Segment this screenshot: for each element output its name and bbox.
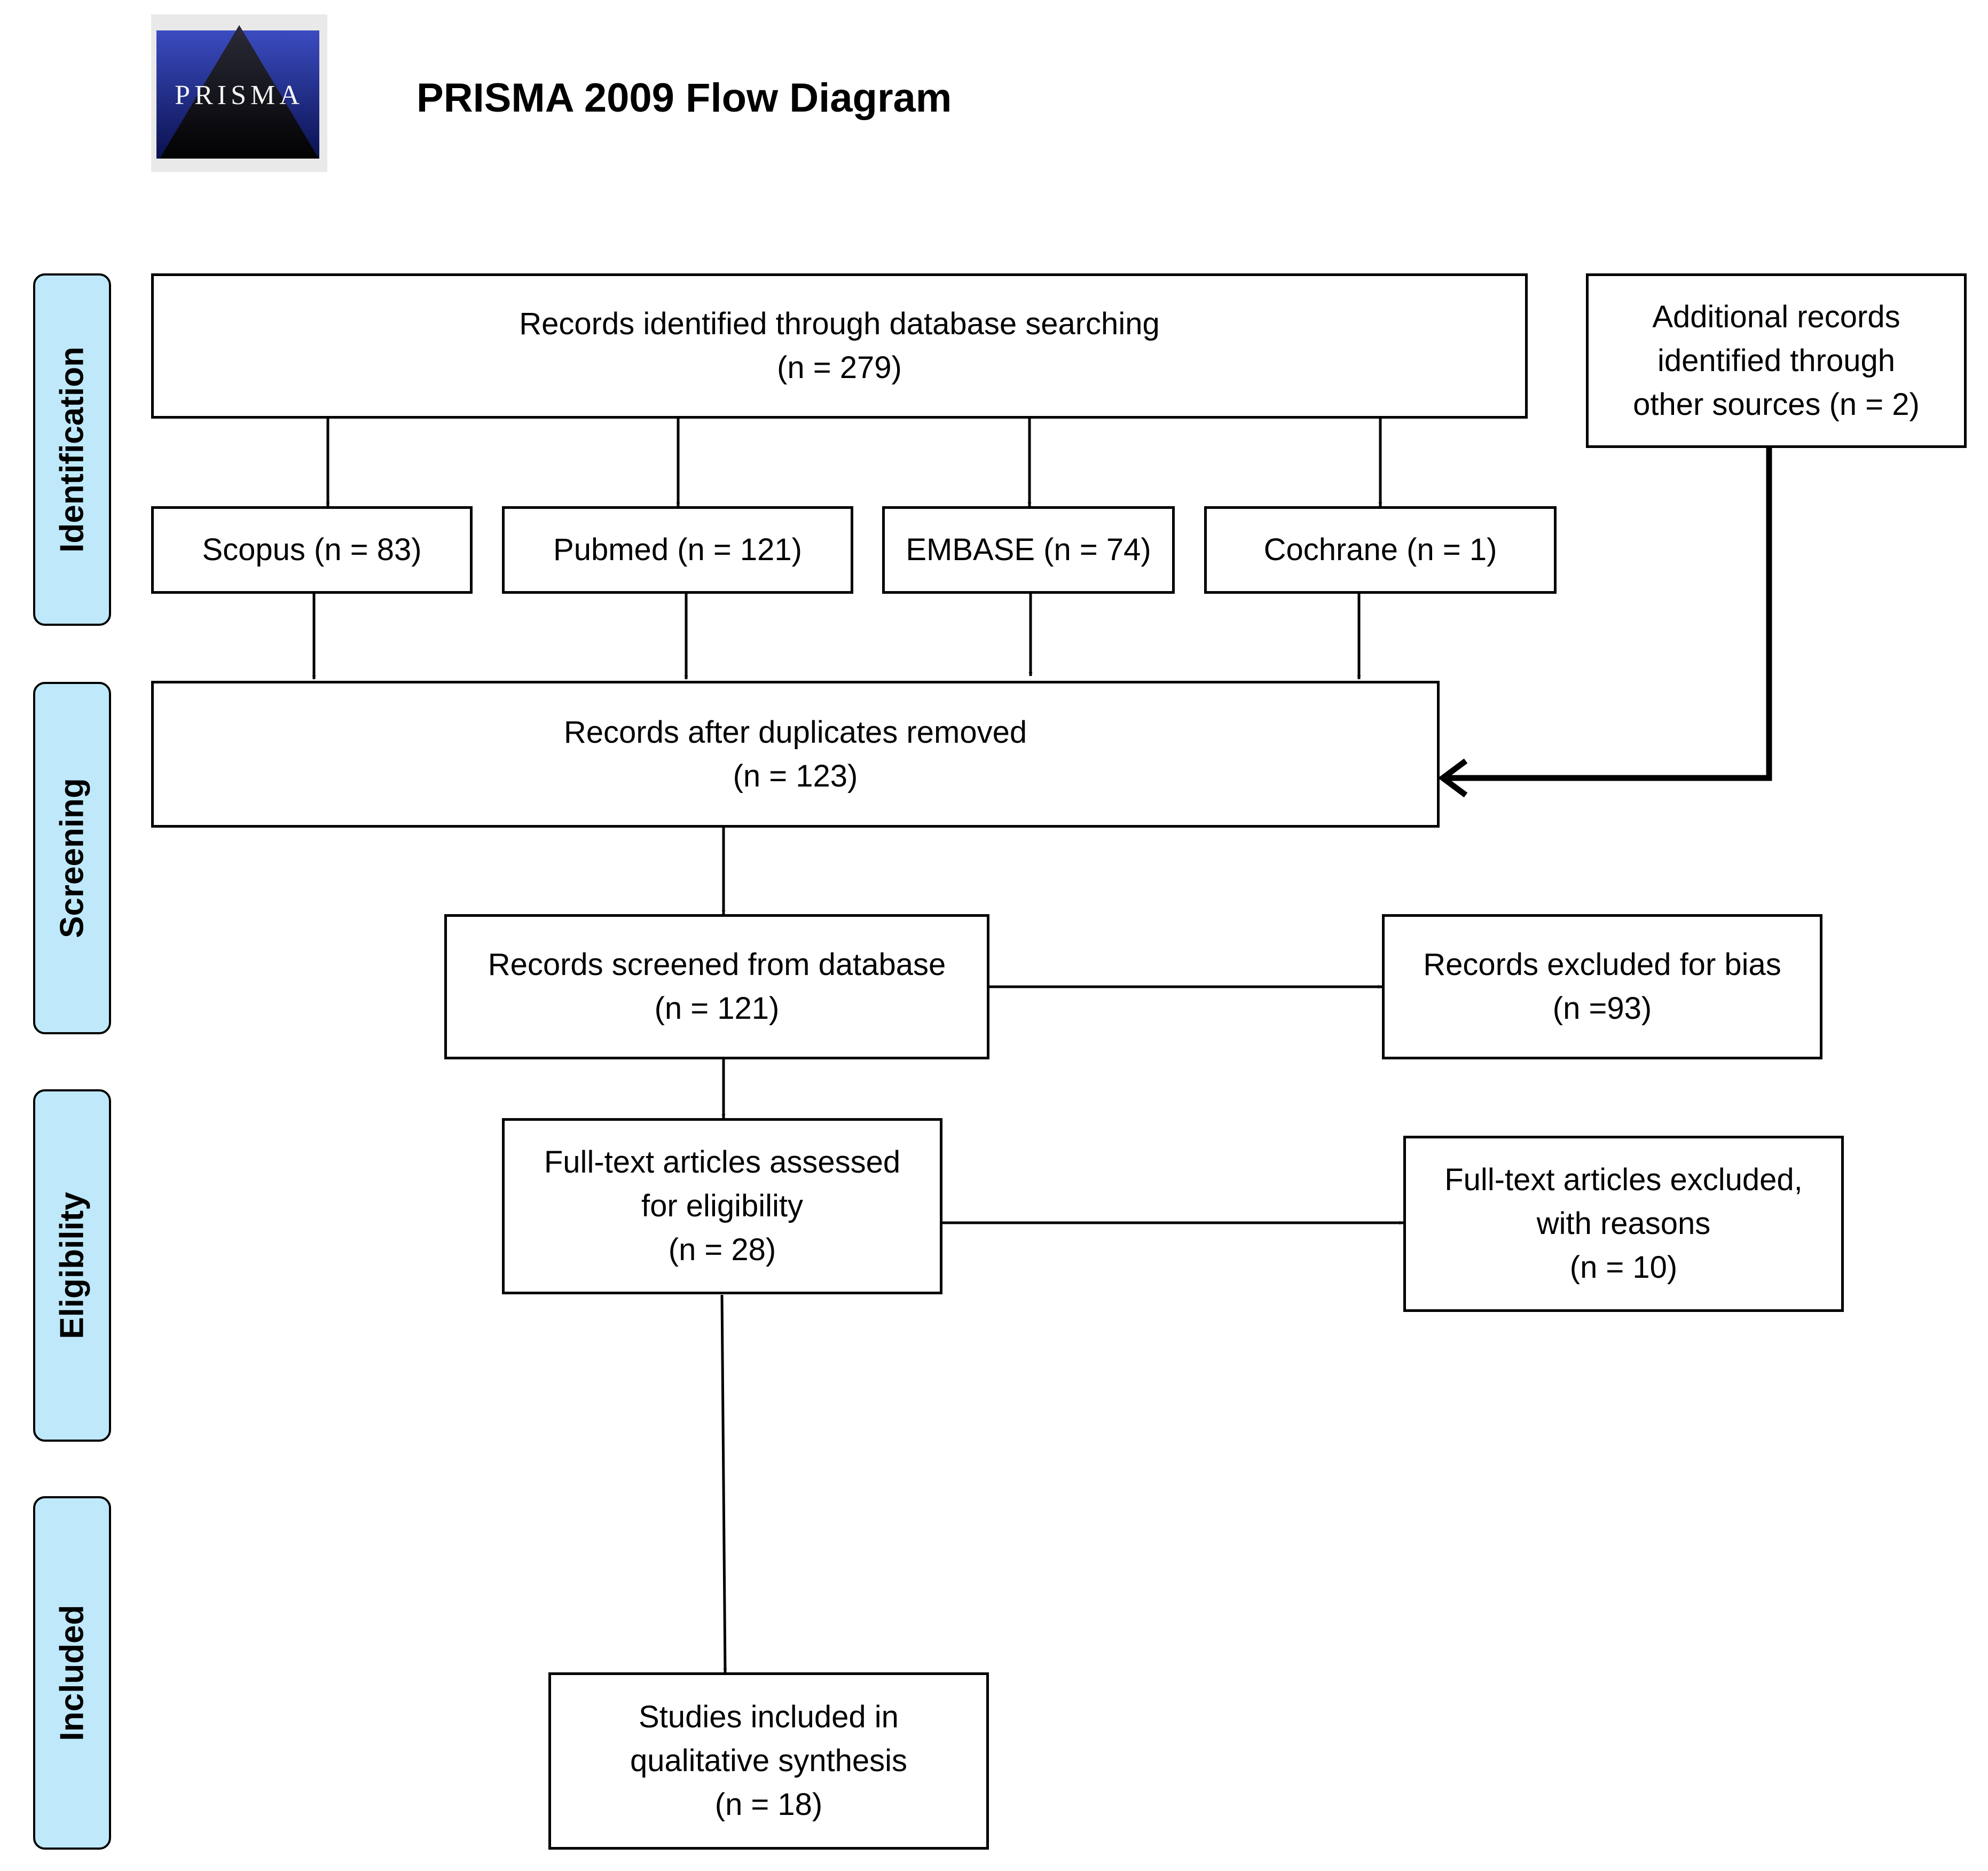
box-pubmed: Pubmed (n = 121) — [502, 506, 853, 594]
duplicates-removed-label: Records after duplicates removed — [563, 714, 1027, 750]
records-screened-label: Records screened from database — [488, 947, 946, 982]
pubmed-label: Pubmed (n = 121) — [553, 532, 802, 567]
scopus-label: Scopus (n = 83) — [202, 532, 422, 567]
studies-included-line1: Studies included in — [639, 1700, 899, 1734]
phase-identification: Identification — [33, 273, 111, 626]
records-excluded-label: Records excluded for bias — [1423, 947, 1781, 982]
database-searching-label: Records identified through database sear… — [519, 306, 1160, 341]
logo-graphic — [151, 25, 327, 172]
fulltext-assessed-count: (n = 28) — [668, 1232, 776, 1267]
box-scopus: Scopus (n = 83) — [151, 506, 473, 594]
box-records-excluded: Records excluded for bias (n =93) — [1382, 914, 1822, 1059]
database-searching-count: (n = 279) — [777, 350, 902, 385]
phase-included: Included — [33, 1496, 111, 1850]
box-studies-included: Studies included in qualitative synthesi… — [548, 1672, 989, 1850]
prisma-logo: PRISMA — [151, 14, 327, 172]
fulltext-assessed-line2: for eligibility — [641, 1189, 803, 1223]
records-excluded-count: (n =93) — [1552, 991, 1652, 1026]
box-database-searching: Records identified through database sear… — [151, 273, 1528, 419]
arrow-other-sources-head — [1437, 758, 1468, 798]
arrow-fulltext-to-included — [720, 1294, 727, 1673]
fulltext-excluded-line1: Full-text articles excluded, — [1444, 1162, 1803, 1197]
box-records-screened: Records screened from database (n = 121) — [444, 914, 989, 1059]
duplicates-removed-count: (n = 123) — [733, 758, 858, 793]
other-sources-line1: Additional records — [1652, 299, 1900, 334]
cochrane-label: Cochrane (n = 1) — [1263, 532, 1497, 567]
fulltext-excluded-line2: with reasons — [1536, 1206, 1711, 1241]
logo-text: PRISMA — [175, 80, 304, 111]
arrow-other-sources-to-duplicates — [1443, 447, 1772, 781]
studies-included-count: (n = 18) — [714, 1787, 823, 1822]
other-sources-line2: identified through — [1657, 343, 1895, 378]
other-sources-line3: other sources (n = 2) — [1633, 387, 1920, 422]
box-duplicates-removed: Records after duplicates removed (n = 12… — [151, 681, 1440, 828]
box-fulltext-excluded: Full-text articles excluded, with reason… — [1403, 1136, 1844, 1312]
studies-included-line2: qualitative synthesis — [630, 1743, 908, 1778]
box-cochrane: Cochrane (n = 1) — [1204, 506, 1557, 594]
box-other-sources: Additional records identified through ot… — [1586, 273, 1967, 448]
phase-eligibility: Eligibility — [33, 1089, 111, 1442]
box-embase: EMBASE (n = 74) — [882, 506, 1175, 594]
box-fulltext-assessed: Full-text articles assessed for eligibil… — [502, 1118, 942, 1294]
page-title: PRISMA 2009 Flow Diagram — [417, 75, 952, 121]
fulltext-assessed-line1: Full-text articles assessed — [544, 1145, 901, 1180]
phase-screening: Screening — [33, 682, 111, 1034]
fulltext-excluded-count: (n = 10) — [1569, 1250, 1678, 1285]
embase-label: EMBASE (n = 74) — [906, 532, 1151, 567]
records-screened-count: (n = 121) — [654, 991, 780, 1026]
